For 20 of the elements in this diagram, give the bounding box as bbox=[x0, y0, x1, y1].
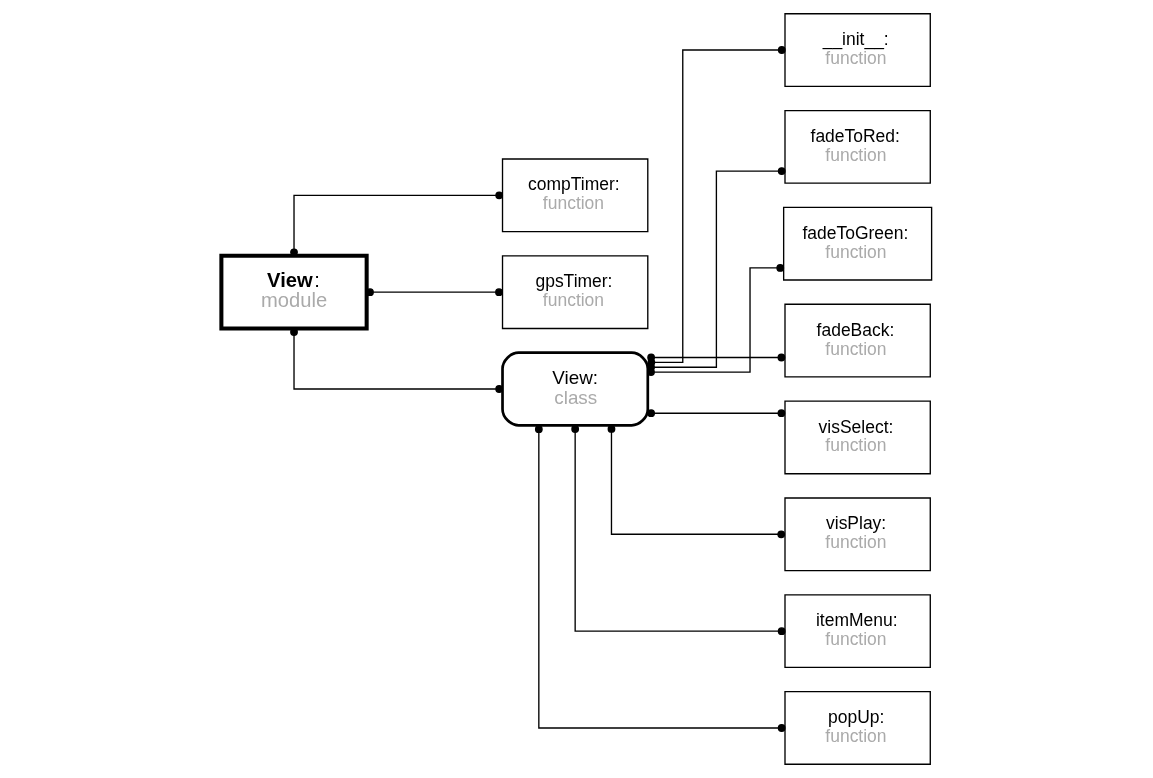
connector bbox=[290, 191, 504, 257]
node-box: compTimer: function bbox=[501, 158, 649, 233]
connector bbox=[607, 425, 786, 539]
connector bbox=[647, 353, 786, 362]
connector bbox=[290, 328, 504, 393]
connector bbox=[534, 425, 786, 732]
node-box: visPlay: function bbox=[784, 497, 931, 572]
node-box: fadeToRed: function bbox=[784, 109, 931, 184]
node-box: fadeToGreen: function bbox=[782, 206, 933, 281]
node-box: popUp: function bbox=[784, 691, 931, 765]
connector bbox=[366, 288, 503, 297]
node-box: visSelect: function bbox=[784, 400, 931, 475]
connector bbox=[647, 409, 786, 418]
connector bbox=[571, 425, 786, 636]
node-box: __init__: function bbox=[784, 13, 931, 87]
node-box: gpsTimer: function bbox=[501, 255, 649, 330]
node-box: View: module bbox=[219, 253, 369, 331]
node-box: fadeBack: function bbox=[784, 303, 931, 378]
node-box: View: class bbox=[501, 351, 650, 427]
node-box: itemMenu: function bbox=[784, 594, 931, 669]
